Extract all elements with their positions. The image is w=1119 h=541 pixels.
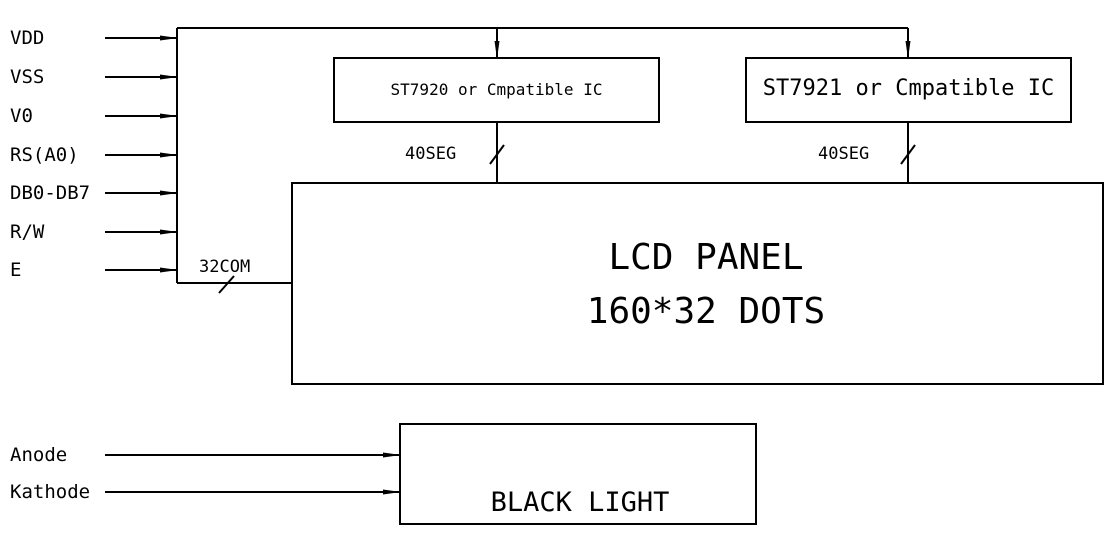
ic1-seg-label: 40SEG (405, 144, 457, 164)
input-label-anode: Anode (10, 444, 68, 466)
ic1-seg-slash (489, 144, 505, 165)
input-label-rw: R/W (10, 221, 45, 243)
ic2-seg-slash (900, 144, 916, 165)
backlight-label: BLACK LIGHT (490, 487, 670, 518)
input-label-vdd: VDD (10, 27, 45, 49)
input-label-vss: VSS (10, 66, 45, 88)
ic2-label: ST7921 or Cmpatible IC (762, 76, 1055, 101)
input-label-v0: V0 (10, 105, 33, 127)
com-bus-label: 32COM (199, 257, 251, 277)
lcd-panel-resolution: 160*32 DOTS (586, 291, 826, 332)
input-label-e: E (10, 259, 22, 281)
ic2-seg-label: 40SEG (818, 144, 870, 164)
lcd-panel-box (291, 182, 1104, 385)
ic1-label: ST7920 or Cmpatible IC (390, 80, 603, 99)
backlight-box (399, 423, 757, 525)
input-label-db: DB0-DB7 (10, 182, 91, 204)
input-label-kathode: Kathode (10, 481, 91, 503)
com-bus-slash (218, 275, 235, 294)
input-label-rs: RS(A0) (10, 144, 79, 166)
lcd-panel-title: LCD PANEL (608, 237, 804, 278)
